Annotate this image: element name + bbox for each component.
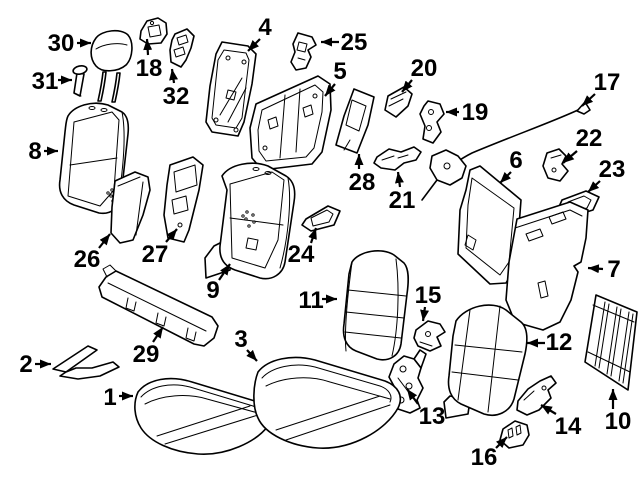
part-26-armrest-pad xyxy=(110,171,151,244)
callout-label-18: 18 xyxy=(136,55,163,82)
callout-arrow-18 xyxy=(143,38,153,56)
callout-label-16: 16 xyxy=(471,444,498,471)
callout-label-12: 12 xyxy=(546,329,573,356)
callout-arrow-15 xyxy=(420,306,430,322)
part-5-seatback-frame xyxy=(249,75,332,171)
callout-label-28: 28 xyxy=(349,169,376,196)
callout-arrow-6 xyxy=(499,171,512,184)
callout-arrow-16 xyxy=(495,436,508,449)
callout-arrow-20 xyxy=(401,79,413,93)
callout-label-31: 31 xyxy=(32,68,59,95)
callout-label-15: 15 xyxy=(415,282,442,309)
callout-arrow-7 xyxy=(587,264,604,274)
part-9-seatback-cover xyxy=(204,162,296,280)
part-4-seatback-frame xyxy=(205,41,257,137)
callout-label-13: 13 xyxy=(419,403,446,430)
callout-arrow-21 xyxy=(394,171,404,188)
part-2-trim xyxy=(52,345,120,380)
part-7-panel xyxy=(505,201,589,331)
callout-label-20: 20 xyxy=(411,55,438,82)
part-3-seat-cushion xyxy=(253,356,402,449)
callout-label-30: 30 xyxy=(48,30,75,57)
part-17-release-cable xyxy=(421,101,591,201)
callout-label-14: 14 xyxy=(555,413,582,440)
part-16-buckle xyxy=(499,420,530,449)
callout-label-9: 9 xyxy=(206,277,219,304)
part-24-bezel xyxy=(301,205,341,232)
callout-arrow-14 xyxy=(540,404,557,415)
part-27-armrest-frame xyxy=(163,156,204,243)
part-18-bracket xyxy=(139,17,168,45)
callout-label-23: 23 xyxy=(599,156,626,183)
callout-label-29: 29 xyxy=(133,341,160,368)
callout-arrow-5 xyxy=(324,83,336,97)
part-25-bracket xyxy=(290,32,317,71)
callout-arrow-13 xyxy=(406,388,419,405)
part-19-bracket xyxy=(419,100,445,144)
part-14-bracket xyxy=(516,375,557,416)
callout-label-10: 10 xyxy=(605,408,632,435)
callout-label-2: 2 xyxy=(19,351,32,378)
callout-arrow-27 xyxy=(165,228,178,243)
callout-label-19: 19 xyxy=(462,99,489,126)
part-22-clip xyxy=(542,148,569,182)
callout-label-25: 25 xyxy=(341,29,368,56)
callout-arrow-29 xyxy=(152,326,164,343)
part-6-panel xyxy=(457,165,522,285)
callout-label-26: 26 xyxy=(74,246,101,273)
part-30-headrest xyxy=(90,29,133,103)
part-10-grid-panel xyxy=(584,294,638,391)
part-11-seatback-cushion xyxy=(342,250,410,361)
callout-label-4: 4 xyxy=(258,14,272,41)
callout-label-24: 24 xyxy=(288,241,315,268)
callout-arrow-22 xyxy=(562,150,578,164)
callout-arrow-9 xyxy=(218,263,231,281)
callout-arrow-4 xyxy=(247,38,261,52)
callout-label-8: 8 xyxy=(28,138,41,165)
callout-arrow-26 xyxy=(98,233,111,249)
callout-label-27: 27 xyxy=(142,241,169,268)
callout-arrow-23 xyxy=(587,180,601,193)
callout-arrow-32 xyxy=(169,68,179,84)
part-15-bracket xyxy=(413,320,446,352)
part-32-bracket xyxy=(169,28,195,68)
callout-label-11: 11 xyxy=(298,287,323,314)
part-28-frame xyxy=(335,88,375,154)
callout-label-32: 32 xyxy=(163,83,190,110)
part-31-guide-pin xyxy=(72,65,88,97)
part-29-crossmember xyxy=(98,264,219,347)
callout-label-21: 21 xyxy=(389,187,416,214)
callout-label-22: 22 xyxy=(576,125,603,152)
part-20-bracket xyxy=(384,86,413,118)
part-21-bracket xyxy=(373,146,422,171)
callout-label-1: 1 xyxy=(103,384,116,411)
callout-arrow-17 xyxy=(581,93,596,107)
callout-label-3: 3 xyxy=(234,326,247,353)
callout-arrow-3 xyxy=(246,349,258,362)
part-12-seatback-cushion xyxy=(443,304,528,419)
part-1-seat-cushion xyxy=(134,377,272,455)
callout-arrow-24 xyxy=(308,227,318,244)
callout-label-17: 17 xyxy=(594,69,621,96)
callout-label-5: 5 xyxy=(333,58,346,85)
callout-label-6: 6 xyxy=(509,147,522,174)
callout-label-7: 7 xyxy=(607,256,620,283)
